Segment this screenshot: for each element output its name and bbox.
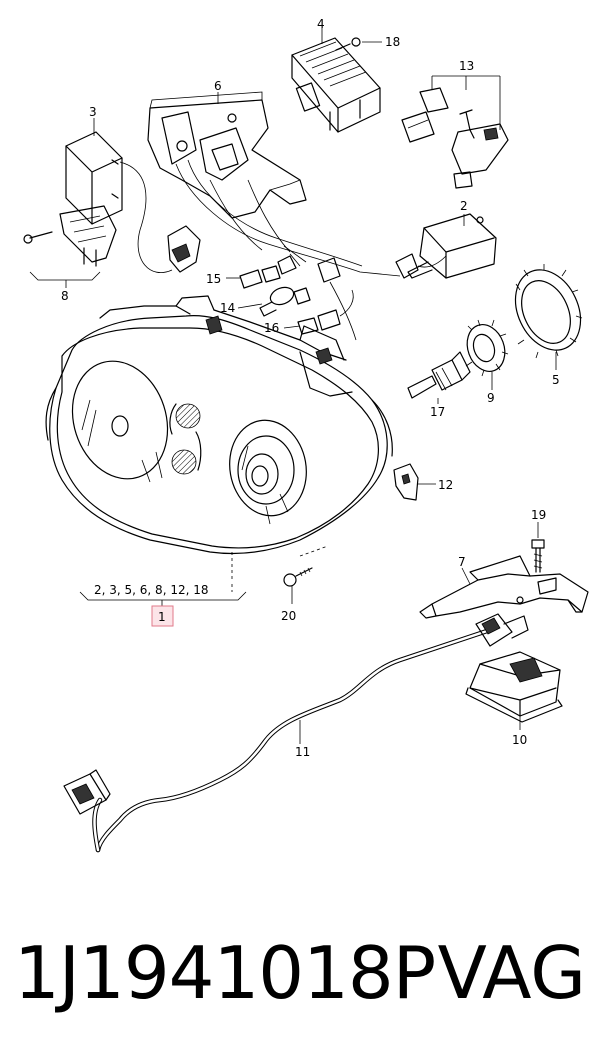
part-16-bulb (297, 289, 354, 335)
callout-18: 18 (385, 35, 400, 49)
callout-1: 1 (158, 610, 166, 624)
callout-7: 7 (458, 555, 466, 569)
callout-2: 2 (460, 199, 468, 213)
part-15-bulb (239, 255, 297, 289)
wiring-harness (119, 159, 447, 341)
callout-10: 10 (512, 733, 527, 747)
part-9-bulb-cap (465, 319, 509, 377)
part-13-connector-set (401, 75, 509, 189)
callout-8: 8 (61, 289, 69, 303)
connector-plug (167, 225, 201, 273)
callout-19: 19 (531, 508, 546, 522)
callout-6: 6 (214, 79, 222, 93)
callout-17: 17 (430, 405, 445, 419)
leader-lines (29, 28, 557, 744)
callout-13: 13 (459, 59, 474, 73)
part-1-highlight-box (151, 605, 174, 627)
part-18-screw (335, 37, 382, 51)
part-1-headlight-housing (45, 295, 393, 582)
callout-3: 3 (89, 105, 97, 119)
callout-4: 4 (317, 17, 325, 31)
part-2-adjuster-motor (407, 213, 497, 279)
part-number-text: 1J1941018P (14, 931, 436, 1015)
part-14-bulb (259, 286, 311, 317)
part-4-ballast-unit (291, 37, 381, 133)
callout-labels: 4 18 6 13 3 2 8 15 14 16 5 9 17 12 19 7 … (61, 17, 560, 759)
callout-14: 14 (220, 301, 235, 315)
part-19-screw (531, 539, 545, 573)
brand-text: VAG (437, 931, 586, 1015)
part-8-bracket (23, 205, 117, 267)
part-7-mounting-bracket (419, 555, 589, 619)
callout-16: 16 (264, 321, 279, 335)
part-12-clip (393, 463, 436, 501)
part-3-control-module (65, 131, 123, 225)
part-6-bracket-frame (147, 91, 307, 219)
callout-5: 5 (552, 373, 560, 387)
group-label-part-1: 2, 3, 5, 6, 8, 12, 18 (94, 583, 209, 597)
callout-12: 12 (438, 478, 453, 492)
callout-9: 9 (487, 391, 495, 405)
part-17-xenon-bulb (407, 351, 471, 399)
caption-bar: 1J1941018P VAG (0, 918, 600, 1028)
callout-20: 20 (281, 609, 296, 623)
part-10-ballast (465, 651, 563, 723)
part-20-screw (283, 567, 313, 587)
callout-15: 15 (206, 272, 221, 286)
headlight-exploded-diagram: 4 18 6 13 3 2 8 15 14 16 5 9 17 12 19 7 … (23, 17, 589, 853)
part-5-ring (514, 264, 583, 359)
part-11-cable (63, 613, 529, 853)
callout-11: 11 (295, 745, 310, 759)
